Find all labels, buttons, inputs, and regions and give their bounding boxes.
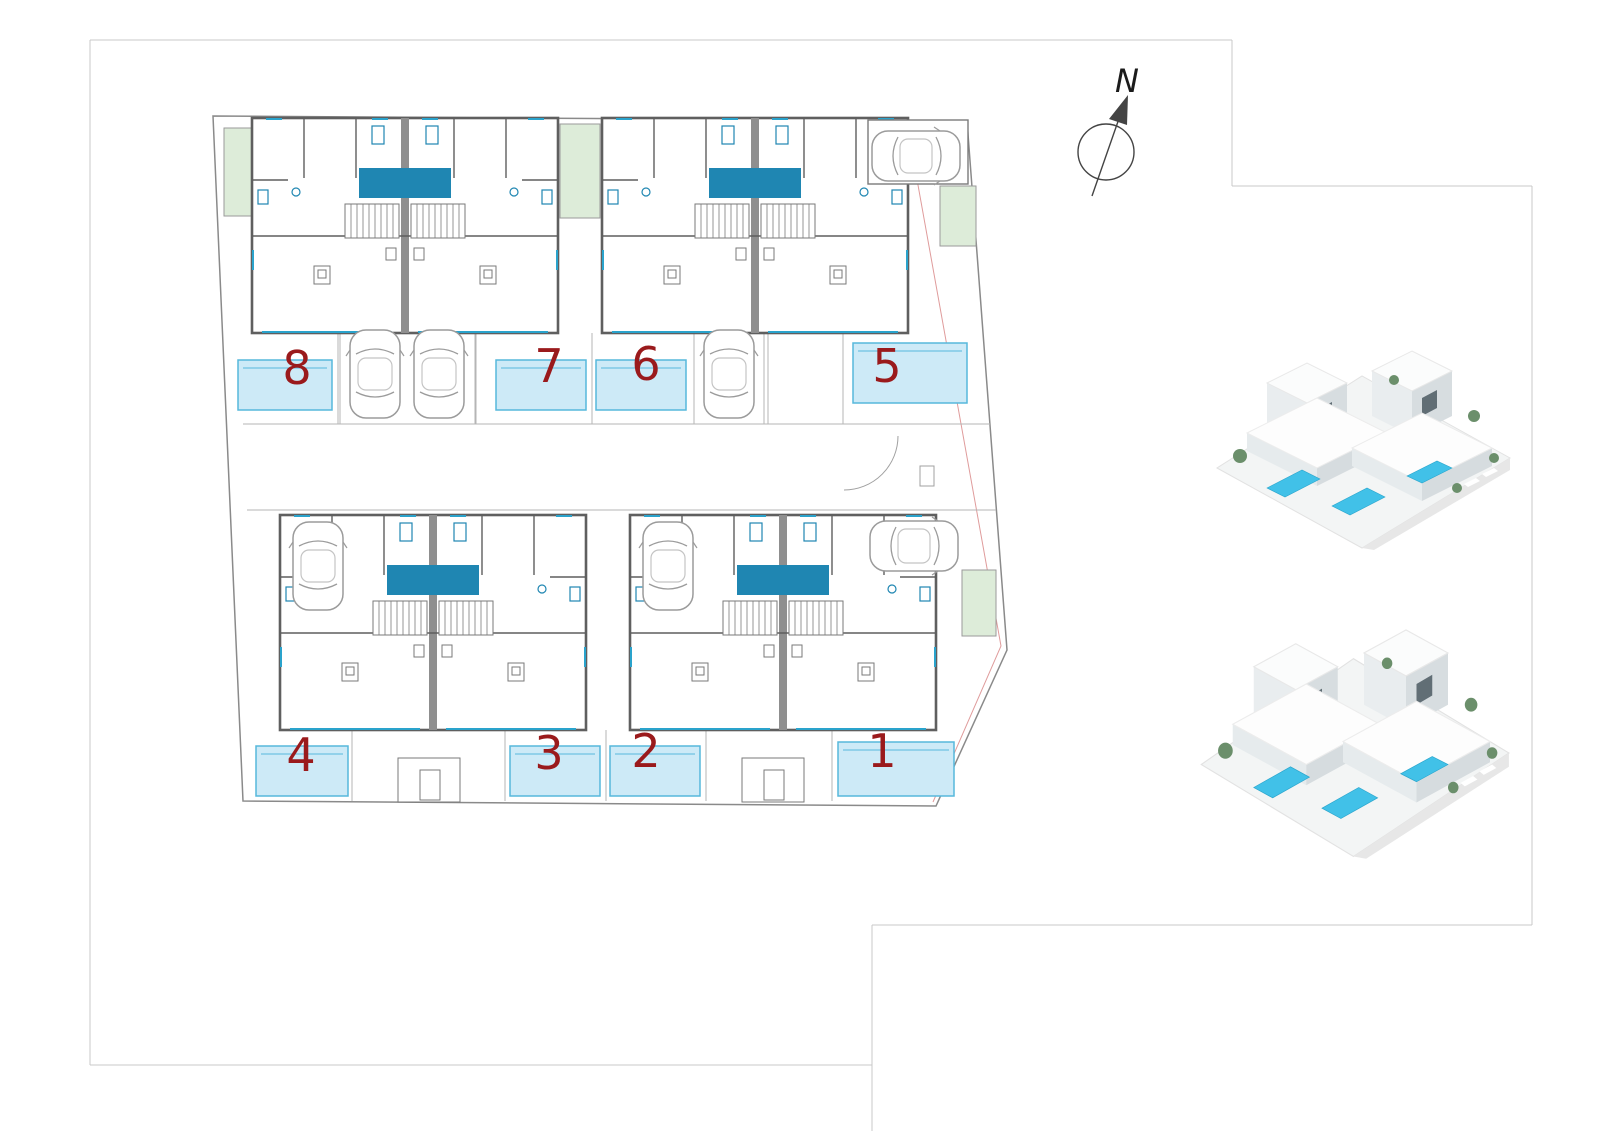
unit-6-number: 6 [631, 337, 660, 391]
green-area [939, 185, 977, 247]
pool-unit-5 [852, 342, 968, 404]
gate-arc [843, 435, 899, 491]
car-icon [869, 516, 959, 576]
page-frame [89, 39, 1533, 1131]
utility-box [919, 465, 935, 487]
car-icon [288, 521, 348, 611]
unit-2-number: 2 [631, 724, 660, 778]
render-3d-top [1216, 350, 1511, 551]
pool-unit-7 [495, 359, 587, 411]
plot-lines [243, 325, 996, 801]
pool-unit-8 [237, 359, 333, 411]
unit-1-number: 1 [867, 724, 896, 778]
unit-5-number: 5 [872, 339, 901, 393]
villa-pair-6-5 [600, 116, 910, 335]
pool-unit-6 [595, 359, 687, 411]
north-compass: N [1077, 62, 1139, 197]
green-area [961, 569, 997, 637]
storage-rooms [397, 757, 805, 803]
setback-line [906, 123, 1002, 803]
unit-7-number: 7 [534, 339, 563, 393]
villa-pair-8-7 [250, 116, 560, 335]
pool-unit-2 [609, 745, 701, 797]
car-icon [871, 126, 961, 186]
render-3d-bottom [1200, 629, 1510, 860]
car-icon [345, 329, 405, 419]
north-label: N [1115, 62, 1139, 100]
unit-3-number: 3 [534, 726, 563, 780]
unit-8-number: 8 [282, 341, 311, 395]
unit-4-number: 4 [286, 728, 315, 782]
car-icon [699, 329, 759, 419]
north-arrow-icon [1109, 95, 1128, 125]
pool-unit-1 [837, 741, 955, 797]
car-icon [638, 521, 698, 611]
pool-unit-3 [509, 745, 601, 797]
green-area [559, 123, 601, 219]
pool-unit-4 [255, 745, 349, 797]
car-icon [409, 329, 469, 419]
